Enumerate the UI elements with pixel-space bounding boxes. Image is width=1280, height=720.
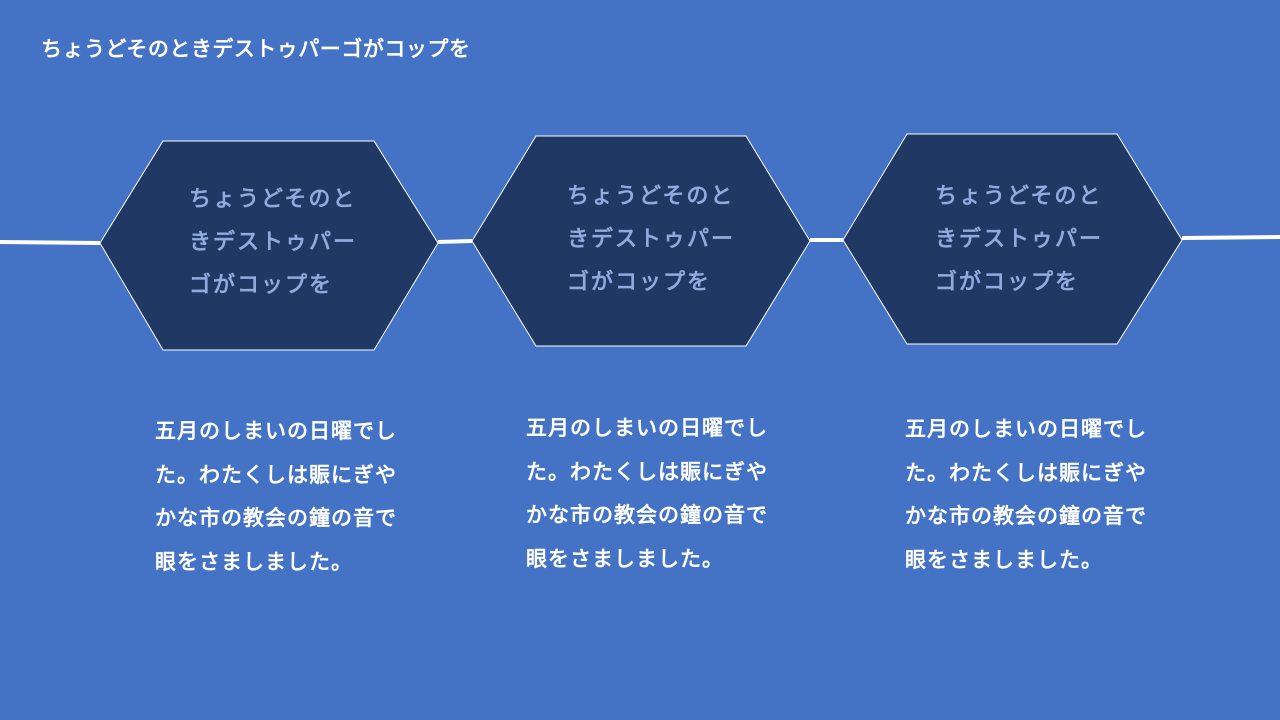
- step-3-description: 五月のしまいの日曜でした。わたくしは賑にぎやかな市の教会の鐘の音で眼をさましまし…: [905, 417, 1147, 572]
- hexagon-3-label: ちょうどそのときデストゥパーゴがコップを: [935, 184, 1104, 295]
- hexagon-1-label: ちょうどそのときデストゥパーゴがコップを: [189, 187, 358, 298]
- slide-title: ちょうどそのときデストゥパーゴがコップを: [41, 37, 471, 61]
- hexagon-2: [471, 135, 811, 347]
- hexagon-1: [99, 140, 439, 351]
- step-1-description: 五月のしまいの日曜でした。わたくしは賑にぎやかな市の教会の鐘の音で眼をさましまし…: [155, 419, 397, 574]
- timeline-line-left: [0, 240, 101, 245]
- hexagon-2-label: ちょうどそのときデストゥパーゴがコップを: [567, 184, 736, 295]
- step-2-description: 五月のしまいの日曜でした。わたくしは賑にぎやかな市の教会の鐘の音で眼をさましまし…: [526, 416, 768, 571]
- timeline-line-1-2: [437, 239, 473, 244]
- hexagon-3: [842, 133, 1183, 345]
- timeline-line-right: [1181, 235, 1280, 240]
